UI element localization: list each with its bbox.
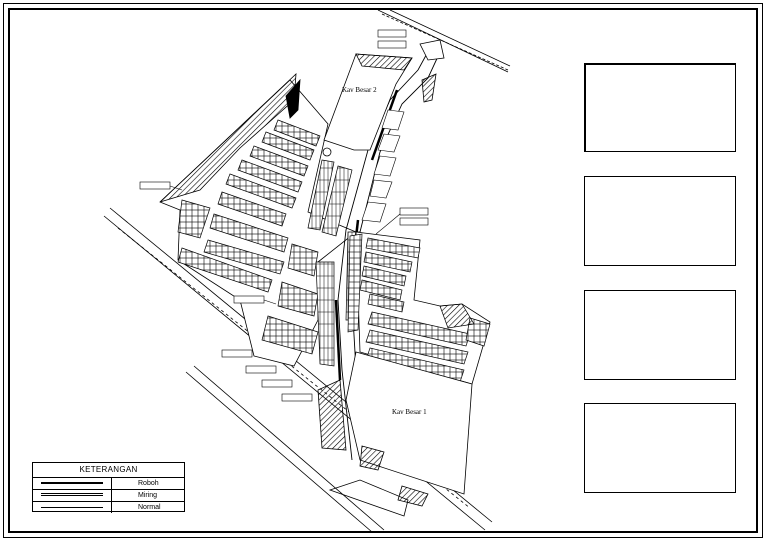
legend-row-normal: Normal: [33, 502, 184, 513]
callout-tags: [139, 29, 429, 402]
title-block-box-1: [584, 63, 736, 152]
title-block-box-3: [584, 290, 736, 380]
legend-table: KETERANGAN Roboh Miring Normal: [32, 462, 185, 513]
legend-title: KETERANGAN: [33, 463, 184, 478]
line-sample-roboh: [41, 482, 103, 484]
entrance-area: [317, 379, 429, 517]
housing-rows-right: [347, 233, 491, 383]
legend-label-roboh: Roboh: [138, 480, 159, 487]
housing-rows-left: [177, 119, 321, 355]
legend-row-miring: Miring: [33, 490, 184, 502]
legend-label-miring: Miring: [138, 492, 158, 499]
sheet-inner-border: [8, 8, 758, 533]
line-sample-normal: [41, 507, 103, 508]
title-block-box-4: [584, 403, 736, 493]
kav-besar-1-label: Kav Besar 1: [392, 408, 427, 416]
kav-besar-2-label: Kav Besar 2: [342, 86, 377, 94]
legend-label-normal: Normal: [138, 504, 161, 511]
title-block-box-2: [584, 176, 736, 266]
line-sample-miring: [41, 493, 103, 496]
roundabout: [322, 147, 332, 157]
sheet-outer-border: [3, 3, 763, 538]
kav-besar-2-plot: [323, 39, 445, 151]
hatched-block-right: [439, 303, 475, 329]
kavling-row-right: [361, 109, 405, 223]
legend-row-roboh: Roboh: [33, 478, 184, 490]
